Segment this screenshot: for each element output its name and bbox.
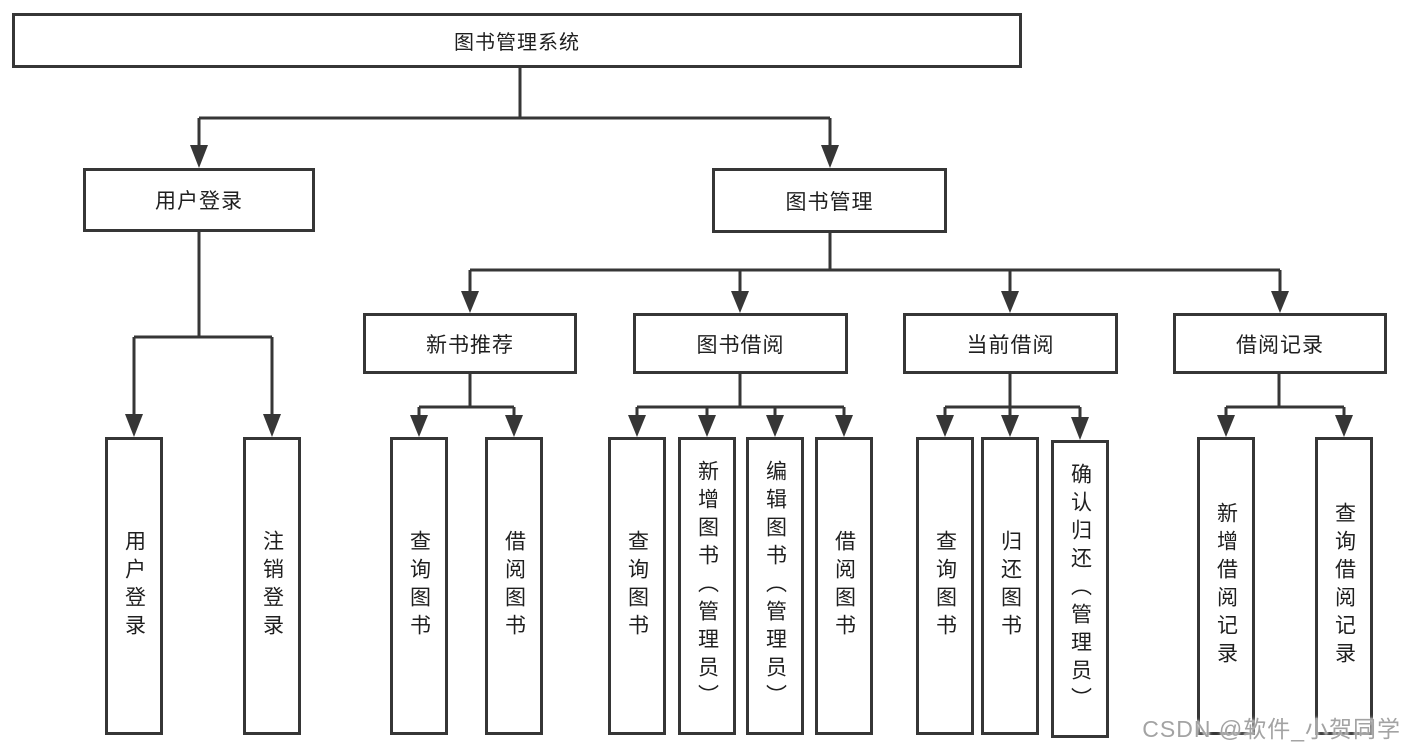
node-borrow-records: 借阅记录 xyxy=(1173,313,1387,374)
node-book-management: 图书管理 xyxy=(712,168,947,233)
leaf-query-books-recommend: 查询图书 xyxy=(390,437,448,735)
leaf-borrow-books: 借阅图书 xyxy=(815,437,873,735)
leaf-add-book-admin: 新增图书（管理员） xyxy=(678,437,736,735)
leaf-add-borrow-record: 新增借阅记录 xyxy=(1197,437,1255,735)
leaf-logout: 注销登录 xyxy=(243,437,301,735)
leaf-confirm-return-admin: 确认归还（管理员） xyxy=(1051,440,1109,738)
node-user-login: 用户登录 xyxy=(83,168,315,232)
leaf-return-books: 归还图书 xyxy=(981,437,1039,735)
leaf-query-books-current: 查询图书 xyxy=(916,437,974,735)
leaf-edit-book-admin: 编辑图书（管理员） xyxy=(746,437,804,735)
leaf-user-login: 用户登录 xyxy=(105,437,163,735)
node-new-book-recommend: 新书推荐 xyxy=(363,313,577,374)
node-book-borrowing: 图书借阅 xyxy=(633,313,848,374)
leaf-query-borrow-record: 查询借阅记录 xyxy=(1315,437,1373,735)
leaf-query-books-borrow: 查询图书 xyxy=(608,437,666,735)
leaf-borrow-books-recommend: 借阅图书 xyxy=(485,437,543,735)
node-library-management-system: 图书管理系统 xyxy=(12,13,1022,68)
csdn-watermark: CSDN @软件_小贺同学 xyxy=(1142,716,1401,742)
node-current-borrowing: 当前借阅 xyxy=(903,313,1118,374)
